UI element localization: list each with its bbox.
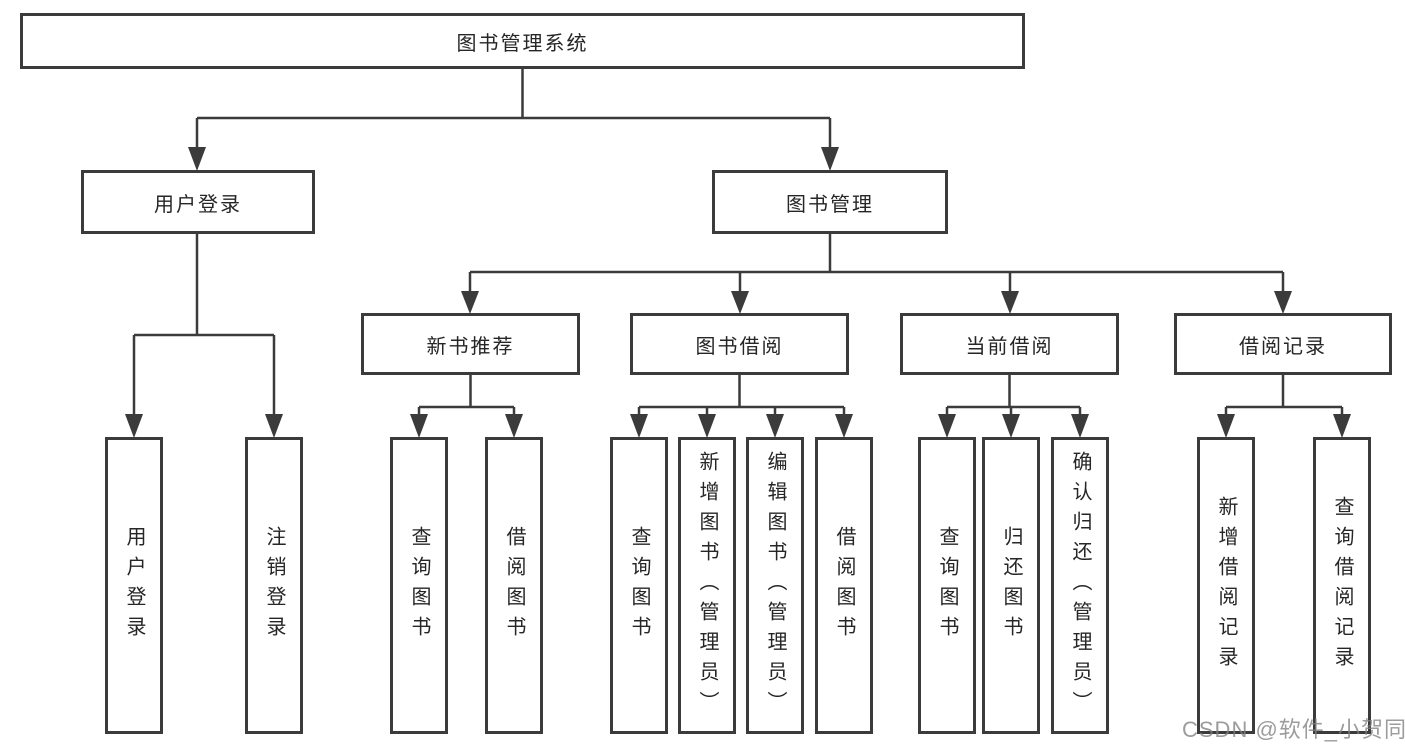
leaf-query-books-1: 查询图书 — [390, 437, 448, 734]
node-new-book-recommend-label: 新书推荐 — [426, 335, 515, 358]
leaf-edit-book-admin: 编辑图书（管理员） — [746, 437, 804, 734]
connector-root-to-level2 — [188, 69, 839, 171]
connector-book-mgmt-to-level3 — [461, 234, 1292, 314]
leaf-query-books-1-label: 查询图书 — [408, 525, 430, 646]
connector-borrow-records-to-leaves — [1217, 375, 1351, 438]
leaf-borrow-books-1: 借阅图书 — [485, 437, 543, 734]
leaf-borrow-books-2-label: 借阅图书 — [833, 525, 855, 646]
leaf-add-borrow-record-label: 新增借阅记录 — [1215, 495, 1237, 676]
node-borrow-records-label: 借阅记录 — [1239, 335, 1327, 358]
leaf-query-books-2-label: 查询图书 — [628, 525, 650, 646]
leaf-borrow-books-1-label: 借阅图书 — [503, 525, 525, 646]
leaf-user-login: 用户登录 — [105, 437, 163, 734]
leaf-confirm-return-admin-label: 确认归还（管理员） — [1069, 450, 1091, 721]
leaf-query-borrow-record-label: 查询借阅记录 — [1331, 495, 1353, 676]
leaf-borrow-books-2: 借阅图书 — [815, 437, 873, 734]
node-root-label: 图书管理系统 — [456, 32, 589, 55]
node-book-borrow: 图书借阅 — [630, 313, 849, 375]
leaf-query-books-3-label: 查询图书 — [936, 525, 958, 646]
node-book-borrow-label: 图书借阅 — [695, 335, 784, 358]
connector-new-book-to-leaves — [410, 375, 523, 438]
node-book-management-label: 图书管理 — [786, 193, 874, 216]
node-root: 图书管理系统 — [20, 13, 1025, 69]
leaf-return-book: 归还图书 — [982, 437, 1040, 734]
connector-current-borrow-to-leaves — [938, 375, 1089, 438]
leaf-query-borrow-record: 查询借阅记录 — [1313, 437, 1371, 734]
leaf-edit-book-admin-label: 编辑图书（管理员） — [764, 450, 786, 721]
leaf-confirm-return-admin: 确认归还（管理员） — [1051, 437, 1109, 734]
leaf-return-book-label: 归还图书 — [1000, 525, 1022, 646]
node-current-borrow: 当前借阅 — [900, 313, 1119, 375]
connector-user-login-to-leaves — [125, 234, 283, 438]
csdn-watermark: CSDN @软件_小贺同学 — [1182, 717, 1405, 742]
leaf-query-books-3: 查询图书 — [918, 437, 976, 734]
node-new-book-recommend: 新书推荐 — [361, 313, 580, 375]
leaf-add-borrow-record: 新增借阅记录 — [1197, 437, 1255, 734]
leaf-add-book-admin-label: 新增图书（管理员） — [696, 450, 718, 721]
node-user-login-label: 用户登录 — [154, 193, 242, 216]
node-user-login: 用户登录 — [81, 170, 315, 234]
leaf-logout-label: 注销登录 — [263, 525, 285, 646]
leaf-user-login-label: 用户登录 — [123, 525, 145, 646]
node-current-borrow-label: 当前借阅 — [965, 335, 1054, 358]
connector-book-borrow-to-leaves — [630, 375, 853, 438]
leaf-query-books-2: 查询图书 — [610, 437, 668, 734]
node-book-management: 图书管理 — [712, 170, 948, 234]
node-borrow-records: 借阅记录 — [1174, 313, 1392, 375]
leaf-logout: 注销登录 — [245, 437, 303, 734]
leaf-add-book-admin: 新增图书（管理员） — [678, 437, 736, 734]
